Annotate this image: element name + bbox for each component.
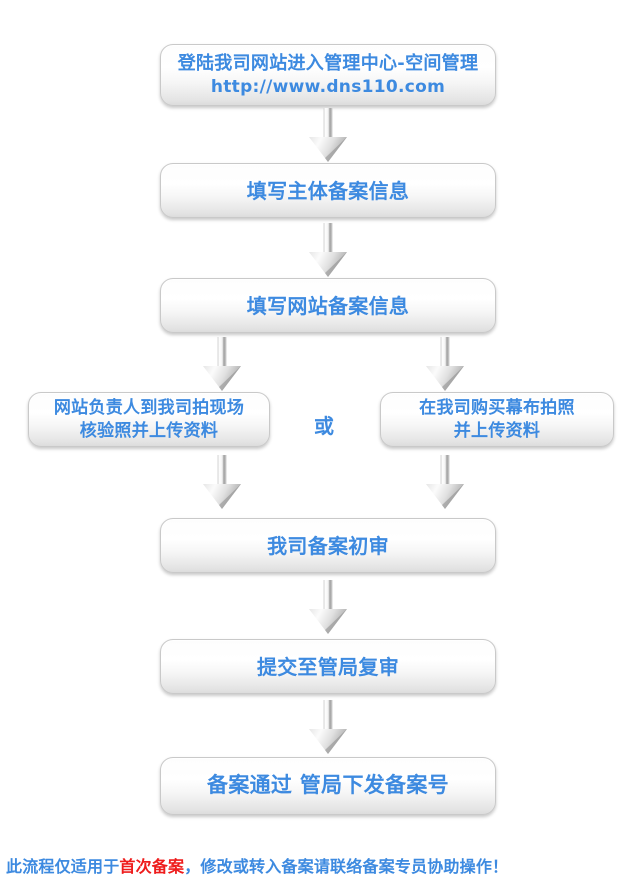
flow-node-filing-approved-label: 备案通过 管局下发备案号 — [207, 773, 449, 798]
flow-node-curtain-photo-label: 在我司购买幕布拍照 并上传资料 — [419, 398, 575, 441]
arrow-down-icon — [203, 337, 241, 391]
flow-node-onsite-photo[interactable]: 网站负责人到我司拍现场 核验照并上传资料 — [28, 392, 270, 447]
arrow-down-icon — [203, 455, 241, 509]
arrow-down-icon — [426, 337, 464, 391]
flow-node-initial-review-label: 我司备案初审 — [267, 533, 389, 558]
flow-node-entity-filing-label: 填写主体备案信息 — [246, 178, 410, 203]
flow-node-initial-review[interactable]: 我司备案初审 — [160, 518, 496, 573]
footer-note-suffix: ，修改或转入备案请联络备案专员协助操作！ — [184, 857, 509, 876]
flow-node-submit-authority[interactable]: 提交至管局复审 — [160, 639, 496, 694]
footer-note-highlight: 首次备案 — [119, 857, 185, 876]
flow-node-curtain-photo[interactable]: 在我司购买幕布拍照 并上传资料 — [380, 392, 614, 447]
flow-node-login[interactable]: 登陆我司网站进入管理中心-空间管理 http://www.dns110.com — [160, 44, 496, 106]
login-url: http://www.dns110.com — [210, 76, 446, 97]
flow-node-site-filing[interactable]: 填写网站备案信息 — [160, 278, 496, 333]
footer-note-prefix: 此流程仅适用于 — [6, 857, 120, 876]
branch-separator-label: 或 — [314, 414, 334, 438]
flow-node-onsite-photo-label: 网站负责人到我司拍现场 核验照并上传资料 — [53, 398, 245, 441]
arrow-down-icon — [426, 455, 464, 509]
arrow-down-icon — [309, 580, 347, 634]
flow-node-submit-authority-label: 提交至管局复审 — [256, 654, 400, 679]
footer-note: 此流程仅适用于首次备案，修改或转入备案请联络备案专员协助操作！ — [6, 853, 508, 877]
flow-node-login-label: 登陆我司网站进入管理中心-空间管理 http://www.dns110.com — [178, 29, 479, 121]
flow-node-entity-filing[interactable]: 填写主体备案信息 — [160, 163, 496, 218]
arrow-down-icon — [309, 223, 347, 277]
flow-node-site-filing-label: 填写网站备案信息 — [246, 293, 410, 318]
flow-node-filing-approved[interactable]: 备案通过 管局下发备案号 — [160, 757, 496, 815]
login-line1: 登陆我司网站进入管理中心-空间管理 — [177, 53, 479, 75]
arrow-down-icon — [309, 700, 347, 754]
arrow-down-icon — [309, 108, 347, 162]
